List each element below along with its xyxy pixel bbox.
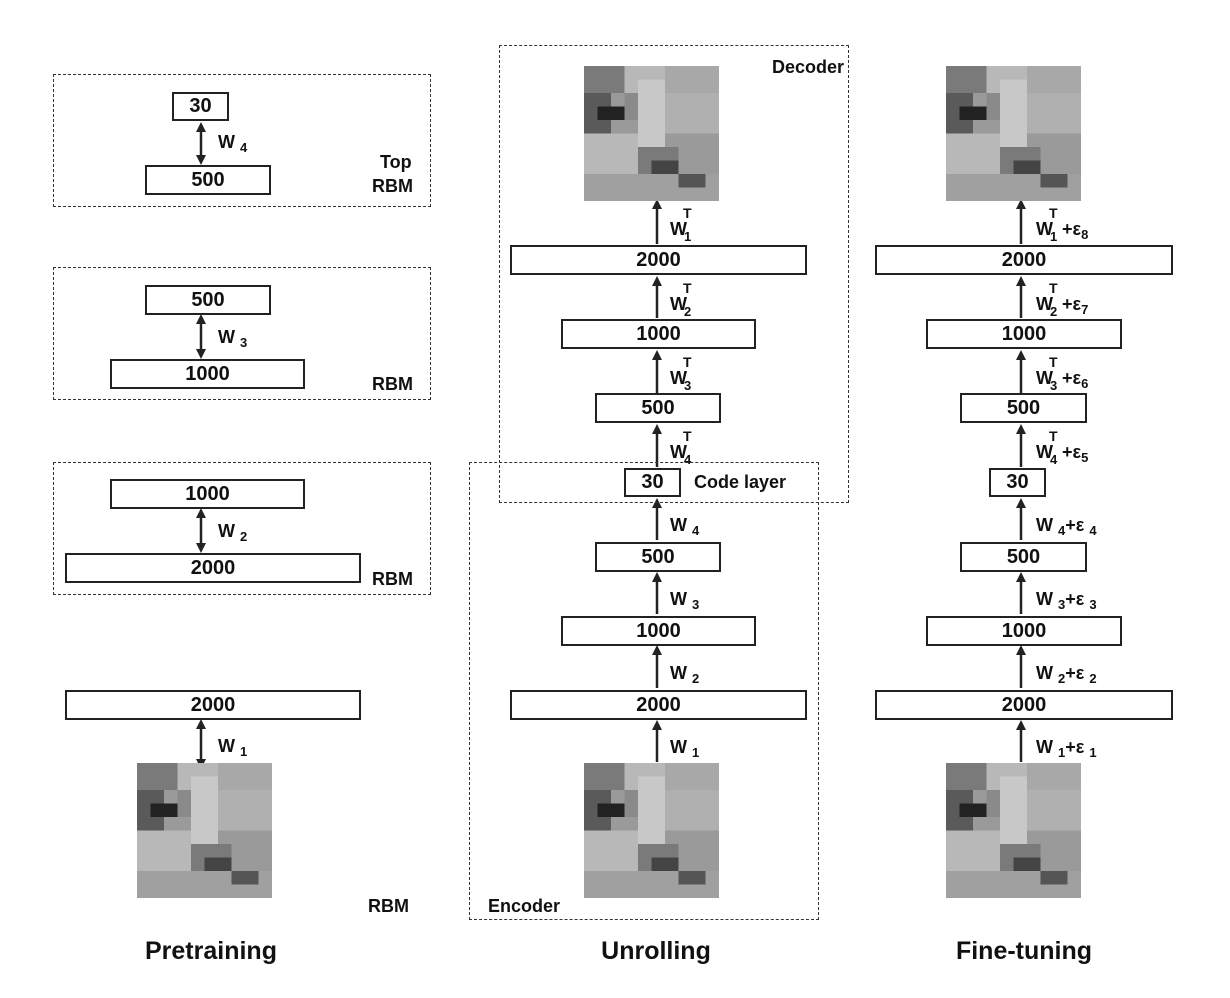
rbm-2-box [53, 462, 431, 595]
top-label: Top [380, 152, 412, 172]
pretrain-weight-w4: W 4 [218, 132, 248, 155]
unroll-input-face-image [584, 763, 719, 898]
rbm-label-1: RBM [368, 896, 409, 916]
unroll-layer-500-bottom: 500 [595, 542, 721, 572]
unroll-code-layer-30: 30 [624, 468, 681, 497]
pretrain-3-lower-layer: 1000 [110, 359, 305, 389]
unroll-layer-2000-top: 2000 [510, 245, 807, 275]
fine-layer-500-bottom: 500 [960, 542, 1087, 572]
rbm-label-2: RBM [372, 569, 413, 589]
fine-weight-6: W 3+ε 3 [1036, 589, 1097, 612]
unroll-layer-2000-bottom: 2000 [510, 690, 807, 720]
rbm-3-box [53, 267, 431, 400]
fine-weight-7: W 2+ε 2 [1036, 663, 1097, 686]
unroll-layer-1000-bottom: 1000 [561, 616, 756, 646]
unroll-weight-w2: W 2 [670, 663, 700, 686]
finetuning-title: Fine-tuning [955, 937, 1093, 965]
pretrain-weight-w2: W 2 [218, 521, 248, 544]
pretrain-weight-w3: W 3 [218, 327, 248, 350]
pretrain-3-upper-layer: 500 [145, 285, 271, 315]
unroll-weight-w1: W 1 [670, 737, 700, 760]
pretrain-top-upper-layer: 30 [172, 92, 229, 121]
fine-code-layer-30: 30 [989, 468, 1046, 497]
pretrain-2-upper-layer: 1000 [110, 479, 305, 509]
fine-layer-500-top: 500 [960, 393, 1087, 423]
pretrain-weight-w1: W 1 [218, 736, 248, 759]
pretrain-1-upper-layer: 2000 [65, 690, 361, 720]
unroll-layer-500-top: 500 [595, 393, 721, 423]
fine-output-face-image [946, 66, 1081, 201]
fine-weight-8: W 1+ε 1 [1036, 737, 1097, 760]
encoder-box [469, 462, 819, 920]
unroll-weight-w3: W 3 [670, 589, 700, 612]
rbm-top-box [53, 74, 431, 207]
fine-layer-1000-bottom: 1000 [926, 616, 1122, 646]
unroll-output-face-image [584, 66, 719, 201]
fine-layer-2000-top: 2000 [875, 245, 1173, 275]
fine-weight-5: W 4+ε 4 [1036, 515, 1097, 538]
unrolling-title: Unrolling [601, 937, 711, 965]
unroll-layer-1000-top: 1000 [561, 319, 756, 349]
pretrain-top-lower-layer: 500 [145, 165, 271, 195]
fine-layer-2000-bottom: 2000 [875, 690, 1173, 720]
pretrain-2-lower-layer: 2000 [65, 553, 361, 583]
fine-input-face-image [946, 763, 1081, 898]
pretraining-title: Pretraining [145, 937, 277, 965]
unroll-weight-w4: W 4 [670, 515, 700, 538]
rbm-label-3: RBM [372, 374, 413, 394]
rbm-label-top: RBM [372, 176, 413, 196]
pretrain-input-face-image [137, 763, 272, 898]
code-layer-label: Code layer [694, 472, 787, 492]
encoder-label: Encoder [488, 896, 561, 916]
decoder-box [499, 45, 849, 503]
decoder-label: Decoder [772, 57, 845, 77]
fine-layer-1000-top: 1000 [926, 319, 1122, 349]
